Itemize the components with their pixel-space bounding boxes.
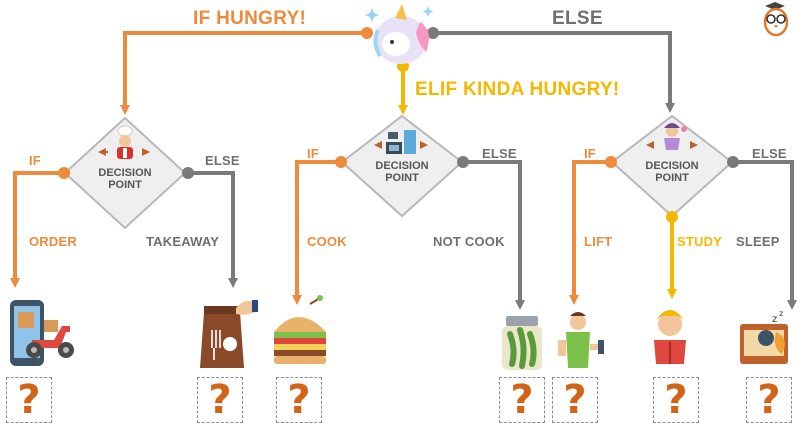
top-if-dot	[361, 27, 373, 39]
decision-point-line1: DECISION	[98, 167, 152, 179]
weightlifter-icon	[558, 312, 604, 368]
d3-study-dot	[666, 211, 678, 223]
d1-else-connector	[190, 171, 238, 288]
option-cook: COOK	[307, 234, 347, 249]
question-box-sleep: ?	[746, 377, 792, 423]
delivery-scooter-icon	[10, 300, 74, 366]
d2-if-connector	[292, 160, 340, 305]
option-order: ORDER	[29, 234, 77, 249]
d1-if-dot	[58, 167, 70, 179]
top-else-connector	[435, 31, 675, 113]
student-icon	[664, 123, 687, 150]
chef-icon	[117, 125, 133, 159]
diamond-arrows-1	[98, 148, 150, 156]
question-box-cook: ?	[276, 377, 322, 423]
owl-logo-icon	[763, 2, 789, 37]
d3-if-connector	[569, 160, 610, 305]
decision-point-line2: POINT	[108, 179, 142, 191]
d1-else-dot	[182, 167, 194, 179]
kitchen-icon	[386, 130, 416, 154]
top-if-connector	[120, 31, 365, 115]
decision-point-line2: POINT	[655, 172, 689, 184]
decision-point-line1: DECISION	[375, 160, 429, 172]
top-else-dot	[427, 27, 439, 39]
d2-if-dot	[335, 156, 347, 168]
option-sleep: SLEEP	[736, 234, 780, 249]
option-study: STUDY	[677, 234, 723, 249]
question-box-order: ?	[6, 377, 52, 423]
top-if-label: IF HUNGRY!	[193, 8, 307, 29]
reading-boy-icon	[654, 310, 686, 364]
decision-point-label-2: DECISION POINT	[342, 160, 462, 184]
d3-else-dot	[727, 156, 739, 168]
d2-if-label: IF	[307, 146, 319, 161]
top-elif-label: ELIF KINDA HUNGRY!	[415, 79, 620, 100]
decision-diamond-1	[63, 116, 187, 230]
top-else-label: ELSE	[552, 8, 603, 29]
question-box-study: ?	[653, 377, 699, 423]
d2-else-dot	[457, 156, 469, 168]
svg-text:z: z	[772, 314, 777, 325]
decision-point-label-3: DECISION POINT	[612, 160, 732, 184]
d1-else-label: ELSE	[205, 153, 240, 168]
decision-point-line2: POINT	[385, 172, 419, 184]
d3-else-label: ELSE	[752, 146, 787, 161]
d3-if-dot	[605, 156, 617, 168]
decision-point-label-1: DECISION POINT	[65, 167, 185, 191]
d3-else-connector	[735, 160, 797, 310]
decision-point-line1: DECISION	[645, 160, 699, 172]
question-box-takeaway: ?	[197, 377, 243, 423]
option-lift: LIFT	[584, 234, 613, 249]
d2-else-label: ELSE	[482, 146, 517, 161]
option-takeaway: TAKEAWAY	[146, 234, 220, 249]
d1-if-label: IF	[29, 153, 41, 168]
d2-else-connector	[465, 160, 525, 310]
svg-text:z: z	[779, 309, 783, 318]
unicorn-icon	[365, 4, 434, 64]
d3-if-label: IF	[584, 146, 596, 161]
decision-diamond-2	[340, 114, 464, 218]
sleeping-icon: z z	[740, 309, 788, 364]
sandwich-icon	[274, 295, 326, 364]
question-box-not-cook: ?	[499, 377, 545, 423]
option-not-cook: NOT COOK	[433, 234, 505, 249]
d1-if-connector	[10, 171, 63, 288]
question-box-lift: ?	[552, 377, 598, 423]
takeaway-bag-icon	[200, 300, 258, 368]
pickle-jar-icon	[502, 316, 542, 370]
